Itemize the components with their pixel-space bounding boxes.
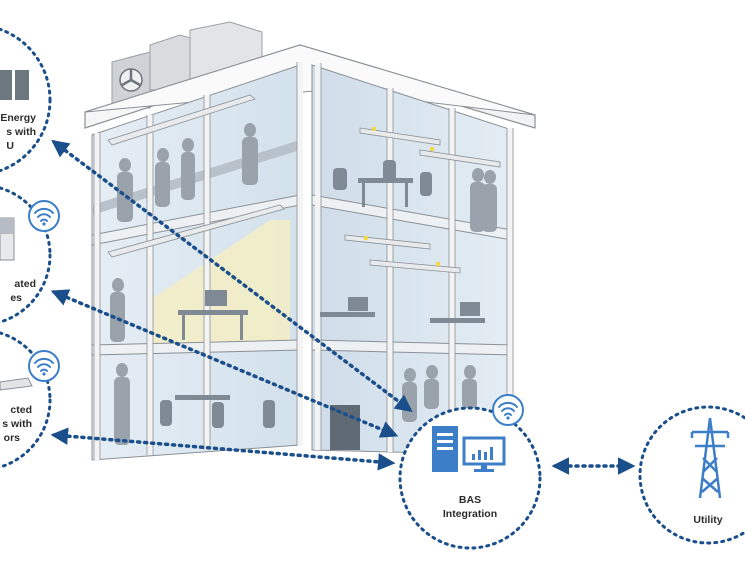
wifi-icon [28,350,60,382]
node-energy-line2: s with [6,126,36,138]
node-lighting-line1: cted [10,404,32,416]
node-shades-line1: ated [14,278,36,290]
server-icon [432,426,458,472]
node-lighting-line3: ors [4,432,21,444]
node-bas-line1: BAS [459,494,481,506]
node-lighting-line2: s with [2,418,32,430]
connector-lighting-bas [50,427,396,471]
hvac-fan-icon [119,68,143,92]
meter-icon [0,70,29,100]
node-energy-line3: U [6,140,14,152]
connector-shades-bas [50,289,399,438]
node-bas: BAS Integration [398,406,542,550]
node-bas-line2: Integration [443,508,497,520]
light-fixture-icon [0,377,33,391]
node-energy: Energy s with U [0,27,52,173]
wifi-icon [492,394,524,426]
wifi-icon [28,200,60,232]
building [84,21,536,461]
monitor-chart-icon [462,436,506,472]
connector-lines [50,139,636,475]
node-energy-line1: Energy [0,112,36,124]
node-utility-label: Utility [693,514,722,526]
shade-icon [0,217,15,261]
node-shades: ated es [0,186,52,324]
node-utility: Utility [638,405,745,545]
power-tower-icon [690,417,730,499]
node-shades-line2: es [10,292,22,304]
